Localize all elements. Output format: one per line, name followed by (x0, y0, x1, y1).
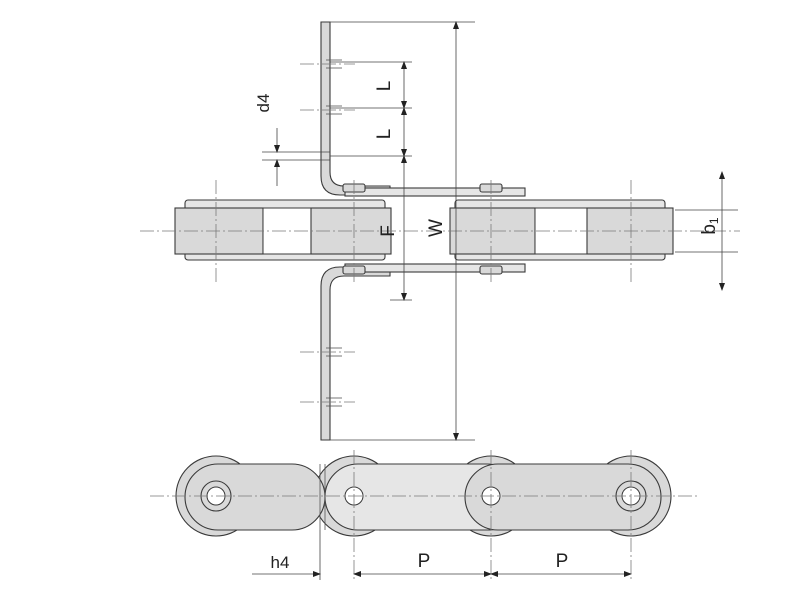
label-d4: d4 (254, 94, 273, 113)
label-b1-main: b (699, 224, 720, 235)
side-view: h4 P P (150, 450, 700, 580)
label-F: F (378, 225, 399, 237)
label-b1-sub: 1 (707, 217, 721, 224)
label-L-bottom: L (374, 129, 395, 140)
label-P-left: P (418, 551, 431, 572)
label-P-right: P (556, 551, 569, 572)
label-L-top: L (374, 81, 395, 92)
upper-attachment-plate (320, 21, 391, 196)
top-view: L L d4 F W b1 (140, 21, 740, 441)
side-plate-right (464, 463, 662, 531)
lower-attachment-plate (320, 266, 391, 441)
label-W: W (426, 219, 447, 237)
label-h4: h4 (271, 553, 290, 572)
label-b1: b1 (699, 217, 721, 235)
